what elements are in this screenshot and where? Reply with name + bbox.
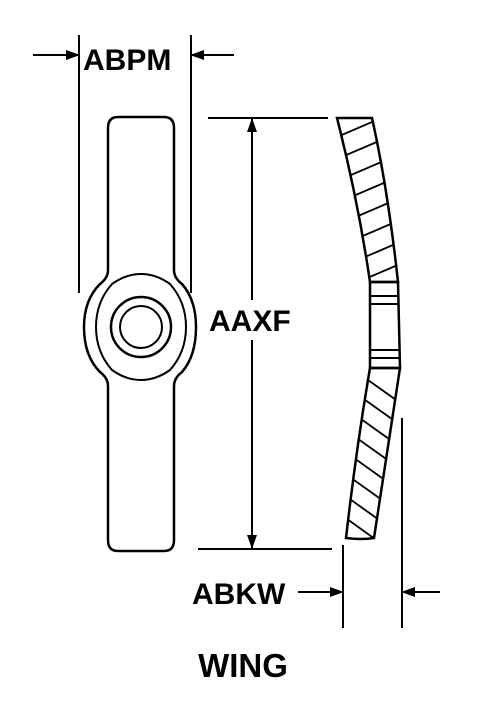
bore-outer-circle xyxy=(109,295,173,359)
abpm-dimension: ABPM xyxy=(33,35,234,293)
upper-wing-section xyxy=(335,116,400,284)
bore-inner-circle xyxy=(119,305,163,349)
abpm-label: ABPM xyxy=(83,44,171,77)
wing-nut-front-view xyxy=(82,115,198,553)
part-name-title: WING xyxy=(198,647,288,684)
hub-section xyxy=(368,280,402,370)
abkw-label: ABKW xyxy=(192,578,286,611)
wing-nut-side-view xyxy=(335,116,402,541)
aaxf-dimension: AAXF xyxy=(198,117,332,550)
boss-outline xyxy=(94,272,188,382)
aaxf-label: AAXF xyxy=(209,305,291,338)
wing-nut-outline xyxy=(82,115,198,553)
abkw-dimension: ABKW xyxy=(192,418,440,628)
lower-wing-section xyxy=(344,366,402,541)
